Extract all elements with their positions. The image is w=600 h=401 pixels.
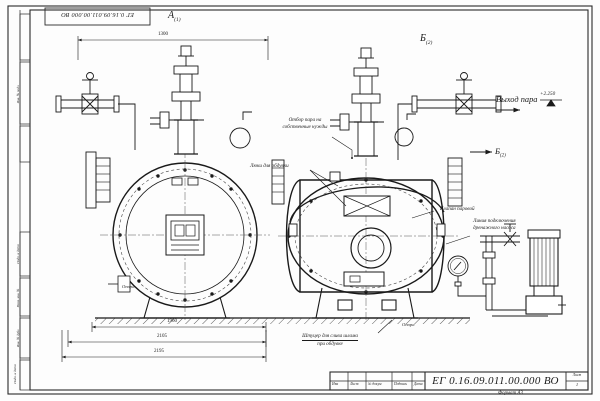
title-col-data: Дата xyxy=(414,382,423,386)
base-mark-left: Опора xyxy=(122,284,135,289)
section-mark-a: А(1) xyxy=(168,10,181,23)
annotation-drain-pump-line: Линия подключения дренажного насоса xyxy=(473,218,545,232)
title-col-izm: Изм xyxy=(332,382,339,386)
dimension-mid: 2105 xyxy=(157,334,167,339)
title-col-list: Лист xyxy=(350,382,359,386)
section-arrow-mark-b: Б(2) xyxy=(495,146,506,159)
margin-field-podp-data-2: Подп. и дата xyxy=(13,364,17,384)
dimension-top: 1300 xyxy=(158,32,168,37)
mirrored-designation: ЕГ 0.16.09.011.00.000 ВО xyxy=(60,11,135,18)
sheet-number: 1 xyxy=(575,382,579,387)
section-mark-b: Б(2) xyxy=(420,33,432,46)
title-col-dokum: № докум xyxy=(368,382,382,386)
section-mark-b-index: (2) xyxy=(425,40,433,46)
title-col-podpis: Подпись xyxy=(394,382,407,386)
annotation-steam-extraction-line1: Отбор пара на xyxy=(288,117,322,123)
section-mark-a-letter: А xyxy=(168,10,175,21)
annotation-sludge-drain-line1: Штуцер для слива шлама xyxy=(302,333,358,341)
annotation-sludge-drain-line2: при обдувке xyxy=(317,341,343,347)
annotation-drain-pump-line1: Линия подключения xyxy=(473,218,516,224)
title-block-designation: ЕГ 0.16.09.011.00.000 ВО xyxy=(432,375,559,387)
dimension-base: 1960 xyxy=(167,319,177,324)
dimension-overall: 2195 xyxy=(154,349,164,354)
annotation-sludge-drain-nozzle: Штуцер для слива шлама при обдувке xyxy=(276,333,384,348)
section-arrow-index: (2) xyxy=(500,153,506,159)
section-mark-a-index: (1) xyxy=(174,17,181,23)
sheet-label: Лист xyxy=(572,373,582,377)
base-mark-right: Опора xyxy=(402,322,415,327)
annotation-steam-valve: Клапан паровой xyxy=(440,206,475,212)
format-label: Формат А3 xyxy=(498,391,523,396)
annotation-drain-pump-line2: дренажного насоса xyxy=(473,225,516,231)
annotation-steam-outlet-elevation: +2.250 xyxy=(540,91,556,97)
section-mark-b-letter: Б xyxy=(420,33,426,44)
annotation-steam-outlet: Выход пара xyxy=(496,95,538,104)
annotation-blowdown-hatches: Люки для обдувки xyxy=(250,163,289,169)
annotation-steam-extraction-line2: собственные нужды xyxy=(282,124,328,130)
title-block-columns: Изм Лист № докум Подпись Дата xyxy=(330,382,425,390)
margin-field-inv-podl: Инв. № подл. xyxy=(16,84,20,104)
annotation-steam-extraction: Отбор пара на собственные нужды xyxy=(266,117,344,131)
section-arrow-letter: Б xyxy=(495,146,501,156)
